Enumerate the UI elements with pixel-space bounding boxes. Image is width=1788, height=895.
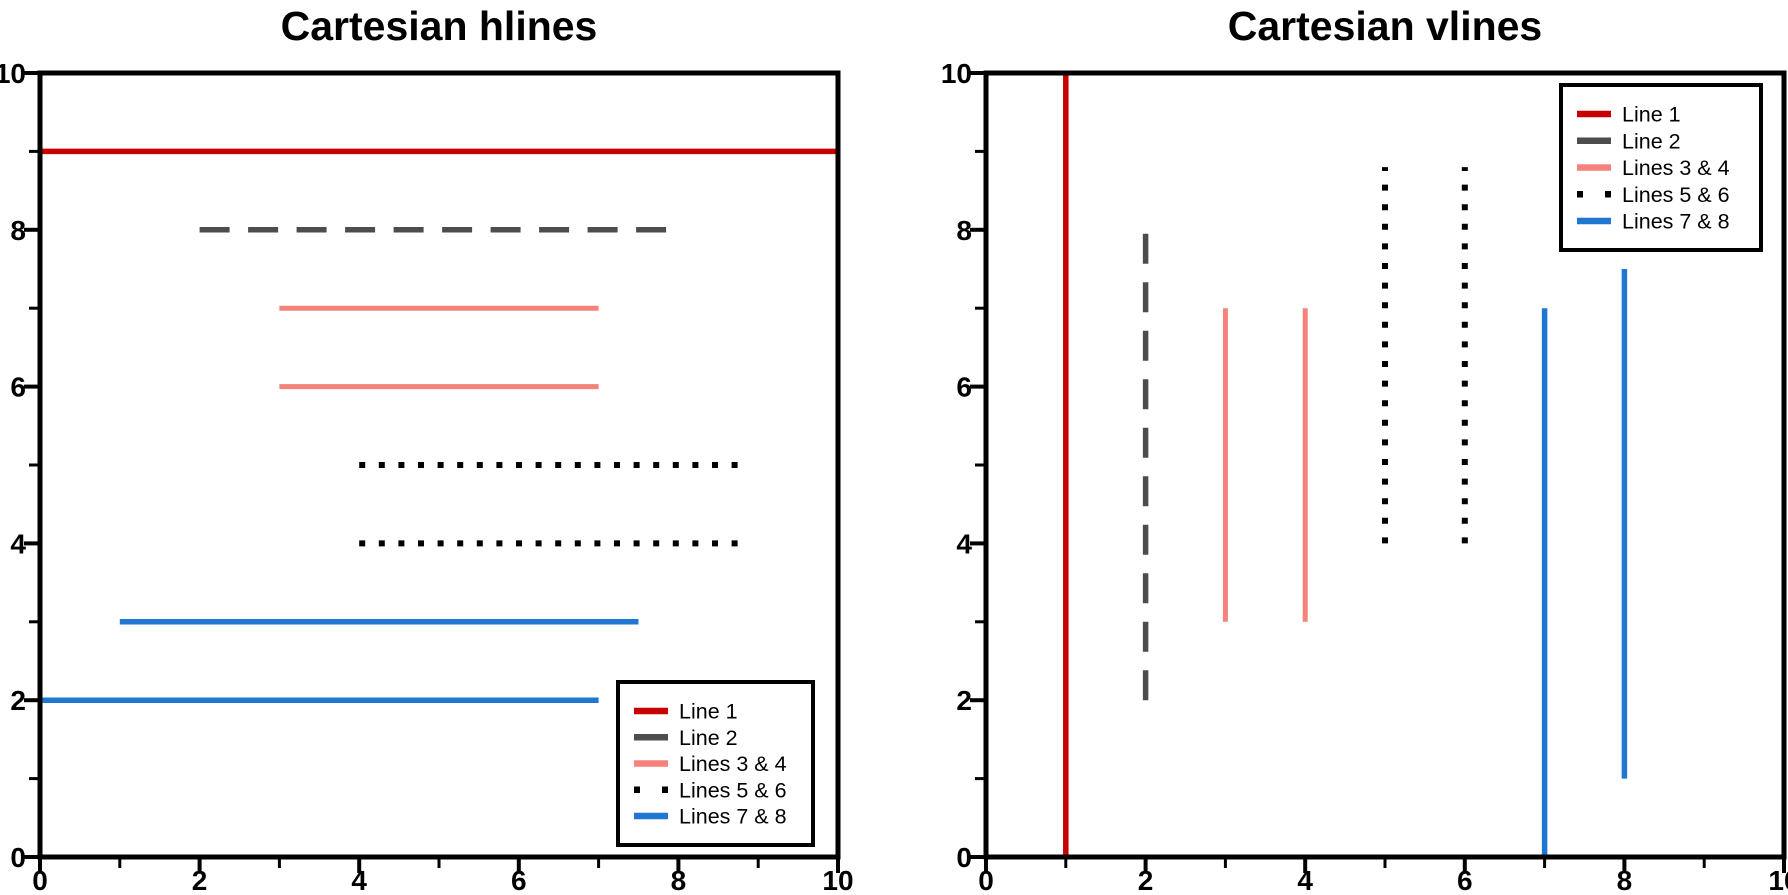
legend-label-lines-5-6: Lines 5 & 6: [679, 778, 787, 802]
y-tick-label: 4: [956, 528, 972, 559]
legend-label-line-2: Line 2: [679, 726, 738, 750]
x-tick-label: 6: [1457, 865, 1473, 895]
legend-label-lines-7-8: Lines 7 & 8: [1622, 210, 1730, 234]
y-tick-label: 2: [956, 685, 972, 716]
legend-label-line-1: Line 1: [679, 700, 738, 724]
y-tick-label: 0: [956, 842, 972, 873]
y-tick-label: 6: [10, 372, 26, 403]
legend-label-lines-3-4: Lines 3 & 4: [679, 752, 787, 776]
x-tick-label: 8: [671, 865, 687, 895]
y-tick-label: 8: [956, 215, 972, 246]
x-tick-label: 0: [32, 865, 48, 895]
right-chart-title: Cartesian vlines: [1227, 3, 1543, 49]
y-tick-label: 4: [10, 528, 26, 559]
x-tick-label: 2: [1138, 865, 1154, 895]
legend-label-lines-3-4: Lines 3 & 4: [1622, 156, 1730, 180]
y-tick-label: 10: [941, 58, 972, 89]
y-tick-label: 2: [10, 685, 26, 716]
legend-label-line-1: Line 1: [1622, 103, 1681, 127]
y-tick-label: 10: [0, 58, 26, 89]
x-tick-label: 6: [511, 865, 527, 895]
x-tick-label: 10: [822, 865, 853, 895]
x-tick-label: 2: [192, 865, 208, 895]
left-chart-title: Cartesian hlines: [280, 3, 598, 49]
axes-frame: [983, 70, 1787, 860]
y-tick-label: 6: [956, 372, 972, 403]
x-tick-label: 4: [351, 865, 367, 895]
x-tick-label: 0: [978, 865, 994, 895]
x-tick-label: 10: [1768, 865, 1788, 895]
y-tick-label: 8: [10, 215, 26, 246]
legend-label-lines-7-8: Lines 7 & 8: [679, 805, 787, 829]
axes-frame: [37, 70, 841, 860]
legend-label-lines-5-6: Lines 5 & 6: [1622, 183, 1730, 207]
x-tick-label: 4: [1297, 865, 1313, 895]
y-tick-label: 0: [10, 842, 26, 873]
legend-label-line-2: Line 2: [1622, 129, 1681, 153]
x-tick-label: 8: [1617, 865, 1633, 895]
